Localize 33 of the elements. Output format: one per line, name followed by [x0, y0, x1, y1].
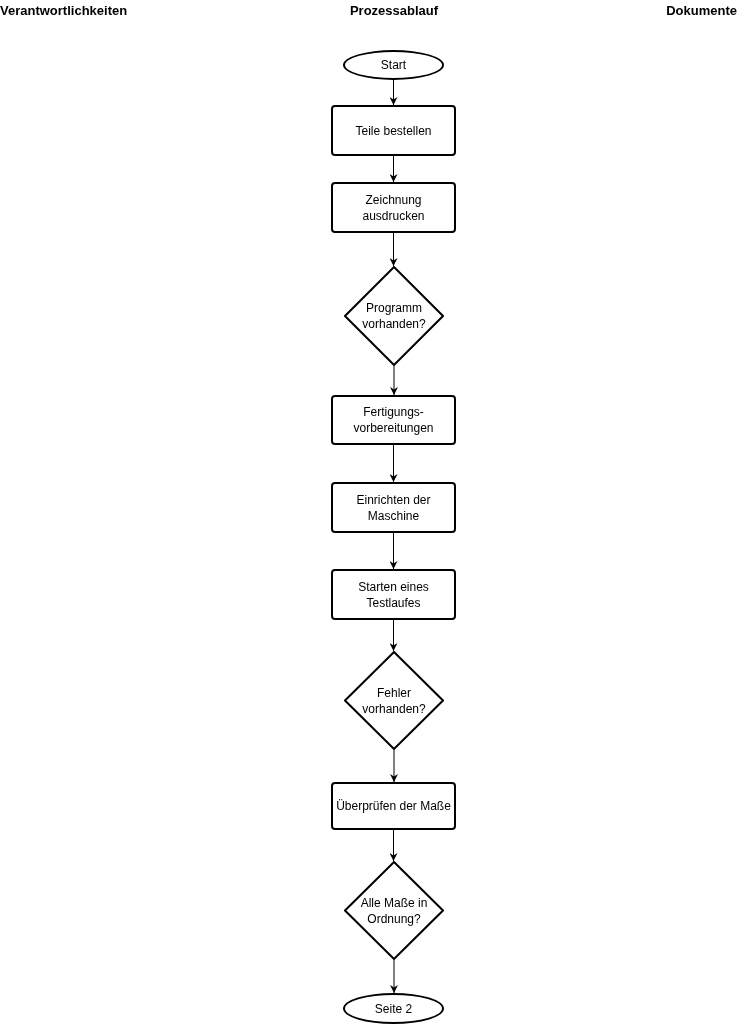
arrow [389, 444, 398, 483]
arrow [389, 532, 398, 570]
arrow [389, 232, 398, 267]
decision-diamond [344, 266, 444, 366]
node-label: Zeichnung ausdrucken [361, 191, 426, 224]
node-label: Teile bestellen [355, 122, 432, 139]
node-label: Starten eines Testlaufes [357, 578, 430, 611]
node-label: Programm vorhanden? [361, 300, 427, 332]
arrow [389, 619, 398, 652]
decision-diamond [344, 861, 444, 960]
process-box [331, 782, 456, 830]
arrow [390, 959, 398, 994]
process-box [331, 482, 456, 533]
process-box [331, 395, 456, 445]
node-label: Alle Maße in Ordnung? [359, 894, 429, 927]
node-label: Start [380, 57, 407, 73]
column-heading: Prozessablauf [348, 3, 440, 19]
node-label: Einrichten der Maschine [355, 491, 432, 524]
arrow [389, 829, 398, 862]
arrow [390, 749, 398, 783]
column-heading: Dokumente [666, 3, 737, 19]
process-box [331, 182, 456, 233]
decision-diamond [344, 651, 444, 750]
arrow [389, 155, 398, 183]
node-label: Seite 2 [374, 1000, 413, 1017]
process-box [331, 105, 456, 156]
node-label: Überprüfen der Maße [336, 798, 451, 814]
arrow [389, 79, 398, 106]
process-box [331, 569, 456, 620]
arrow [390, 365, 398, 396]
column-heading: Verantwortlichkeiten [0, 3, 128, 19]
node-label: Fehler vorhanden? [361, 684, 427, 717]
node-label: Fertigungs- vorbereitungen [352, 404, 435, 436]
